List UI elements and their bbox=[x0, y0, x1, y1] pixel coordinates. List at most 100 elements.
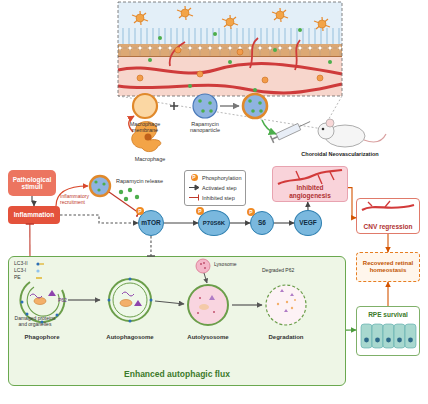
vessel-icon bbox=[368, 201, 390, 207]
connector bbox=[164, 222, 198, 223]
retina-tissue bbox=[148, 28, 332, 92]
retina-tissue bbox=[118, 2, 342, 96]
annotation-label: Degradation bbox=[256, 334, 316, 341]
connector bbox=[387, 234, 388, 252]
mouse-injection bbox=[326, 119, 334, 127]
autophagy-stages bbox=[48, 290, 56, 296]
vessel-icon bbox=[296, 171, 334, 184]
autophagy-stages bbox=[36, 269, 39, 272]
retina-tissue bbox=[158, 36, 162, 40]
nanoparticle-assembly bbox=[208, 101, 212, 105]
legend-text: Inhibited step bbox=[202, 195, 246, 201]
autophagy-stages bbox=[27, 287, 59, 316]
nanoparticle-assembly bbox=[198, 99, 202, 103]
autophagy-stages bbox=[108, 278, 153, 323]
retina-tissue bbox=[118, 28, 342, 44]
retina-tissue bbox=[137, 75, 143, 81]
mouse-injection bbox=[270, 118, 311, 143]
connector bbox=[150, 236, 151, 256]
rpe-cells bbox=[405, 324, 416, 348]
connector bbox=[32, 196, 34, 206]
vessel-icon bbox=[362, 205, 414, 210]
autophagy-stages bbox=[204, 273, 207, 283]
nanoparticle-assembly bbox=[258, 101, 262, 105]
node-text: Pathological stimuli bbox=[10, 176, 54, 191]
stimulus-box: Pathological stimuli bbox=[8, 170, 56, 196]
autophagy-stages bbox=[129, 320, 132, 323]
nanoparticle-assembly bbox=[259, 109, 263, 113]
autophagy-stages bbox=[209, 295, 215, 300]
nanoparticle bbox=[109, 192, 139, 213]
phospho-label: P bbox=[136, 207, 144, 215]
annotation-label: Degraded P62 bbox=[262, 268, 310, 274]
legend-sample bbox=[189, 195, 199, 201]
mouse-injection bbox=[276, 123, 301, 139]
mouse-injection bbox=[272, 137, 277, 140]
retina-tissue bbox=[273, 48, 277, 52]
node-text: Enhanced autophagic flux bbox=[124, 370, 230, 380]
retina-tissue bbox=[328, 60, 332, 64]
inflammation-box: Inflammation bbox=[8, 206, 60, 224]
nanoparticle-assembly bbox=[201, 109, 205, 113]
autophagy-stages bbox=[291, 307, 293, 309]
node-text: Recovered retinal homeostasis bbox=[359, 260, 417, 274]
autophagy-stages bbox=[129, 278, 132, 281]
mouse-injection bbox=[299, 122, 310, 127]
mouse-injection bbox=[270, 136, 273, 143]
annotation-label: Inflammatory recruitment bbox=[60, 194, 94, 206]
retina-tissue bbox=[272, 8, 288, 22]
rpe-cells bbox=[386, 338, 391, 343]
retina-tissue bbox=[118, 56, 342, 57]
nanoparticle-assembly bbox=[145, 134, 152, 141]
autophagy-stages bbox=[188, 285, 228, 325]
node-text: S6 bbox=[258, 219, 266, 226]
nanoparticle-assembly bbox=[248, 99, 252, 103]
autophagy-stages bbox=[108, 299, 111, 302]
autophagy-stages bbox=[36, 262, 39, 265]
annotation-label: Choroidal Neovascularization bbox=[294, 151, 386, 157]
autophagy-stages bbox=[286, 301, 288, 303]
autophagy-stages bbox=[197, 297, 215, 314]
retina-tissue bbox=[118, 2, 342, 129]
retina-tissue bbox=[148, 58, 152, 62]
autophagy-stages bbox=[266, 285, 306, 325]
autophagy-stages bbox=[30, 294, 42, 298]
rpe-cells bbox=[364, 338, 369, 343]
retina-tissue bbox=[137, 47, 323, 83]
connector bbox=[274, 222, 294, 223]
retina-tissue bbox=[177, 6, 193, 20]
nanoparticle bbox=[94, 180, 97, 183]
autophagy-stages bbox=[150, 299, 153, 302]
autophagy-stages bbox=[277, 303, 279, 305]
nanoparticle bbox=[119, 188, 139, 201]
autophagy-stages bbox=[120, 300, 132, 307]
annotation-label: Macrophage membrane bbox=[122, 121, 168, 134]
phosphorylation-mark bbox=[136, 207, 144, 215]
retina-tissue bbox=[253, 88, 257, 92]
rpe-cells bbox=[394, 324, 405, 348]
nanoparticle-assembly bbox=[243, 94, 267, 118]
rpe-cells bbox=[383, 324, 394, 348]
legend-text: Activated step bbox=[202, 185, 246, 191]
connector bbox=[230, 222, 250, 223]
annotation-label: Damaged proteins and organelles bbox=[12, 316, 58, 328]
node-text: P70S6K bbox=[203, 220, 225, 227]
rpe-cells bbox=[408, 338, 413, 343]
homeostasis-box: Recovered retinal homeostasis bbox=[356, 252, 420, 282]
autophagy-stages bbox=[284, 309, 288, 312]
rpe-cells bbox=[364, 338, 413, 343]
autophagy-stages bbox=[197, 312, 199, 314]
autophagy-stages bbox=[40, 263, 45, 264]
connector bbox=[346, 329, 356, 330]
annotation-label: Autolysosome bbox=[178, 334, 238, 341]
retina-tissue bbox=[314, 17, 330, 31]
retina-tissue bbox=[197, 71, 203, 77]
annotation-label: LC3-II bbox=[14, 261, 36, 267]
autophagy-stages bbox=[232, 304, 262, 305]
retina-tissue bbox=[175, 47, 181, 53]
autophagy-stages bbox=[56, 314, 59, 317]
nanoparticle bbox=[119, 190, 123, 194]
node-text: Inhibited angiogenesis bbox=[275, 184, 345, 199]
retina-tissue bbox=[262, 77, 268, 83]
legend-sample bbox=[188, 184, 200, 191]
